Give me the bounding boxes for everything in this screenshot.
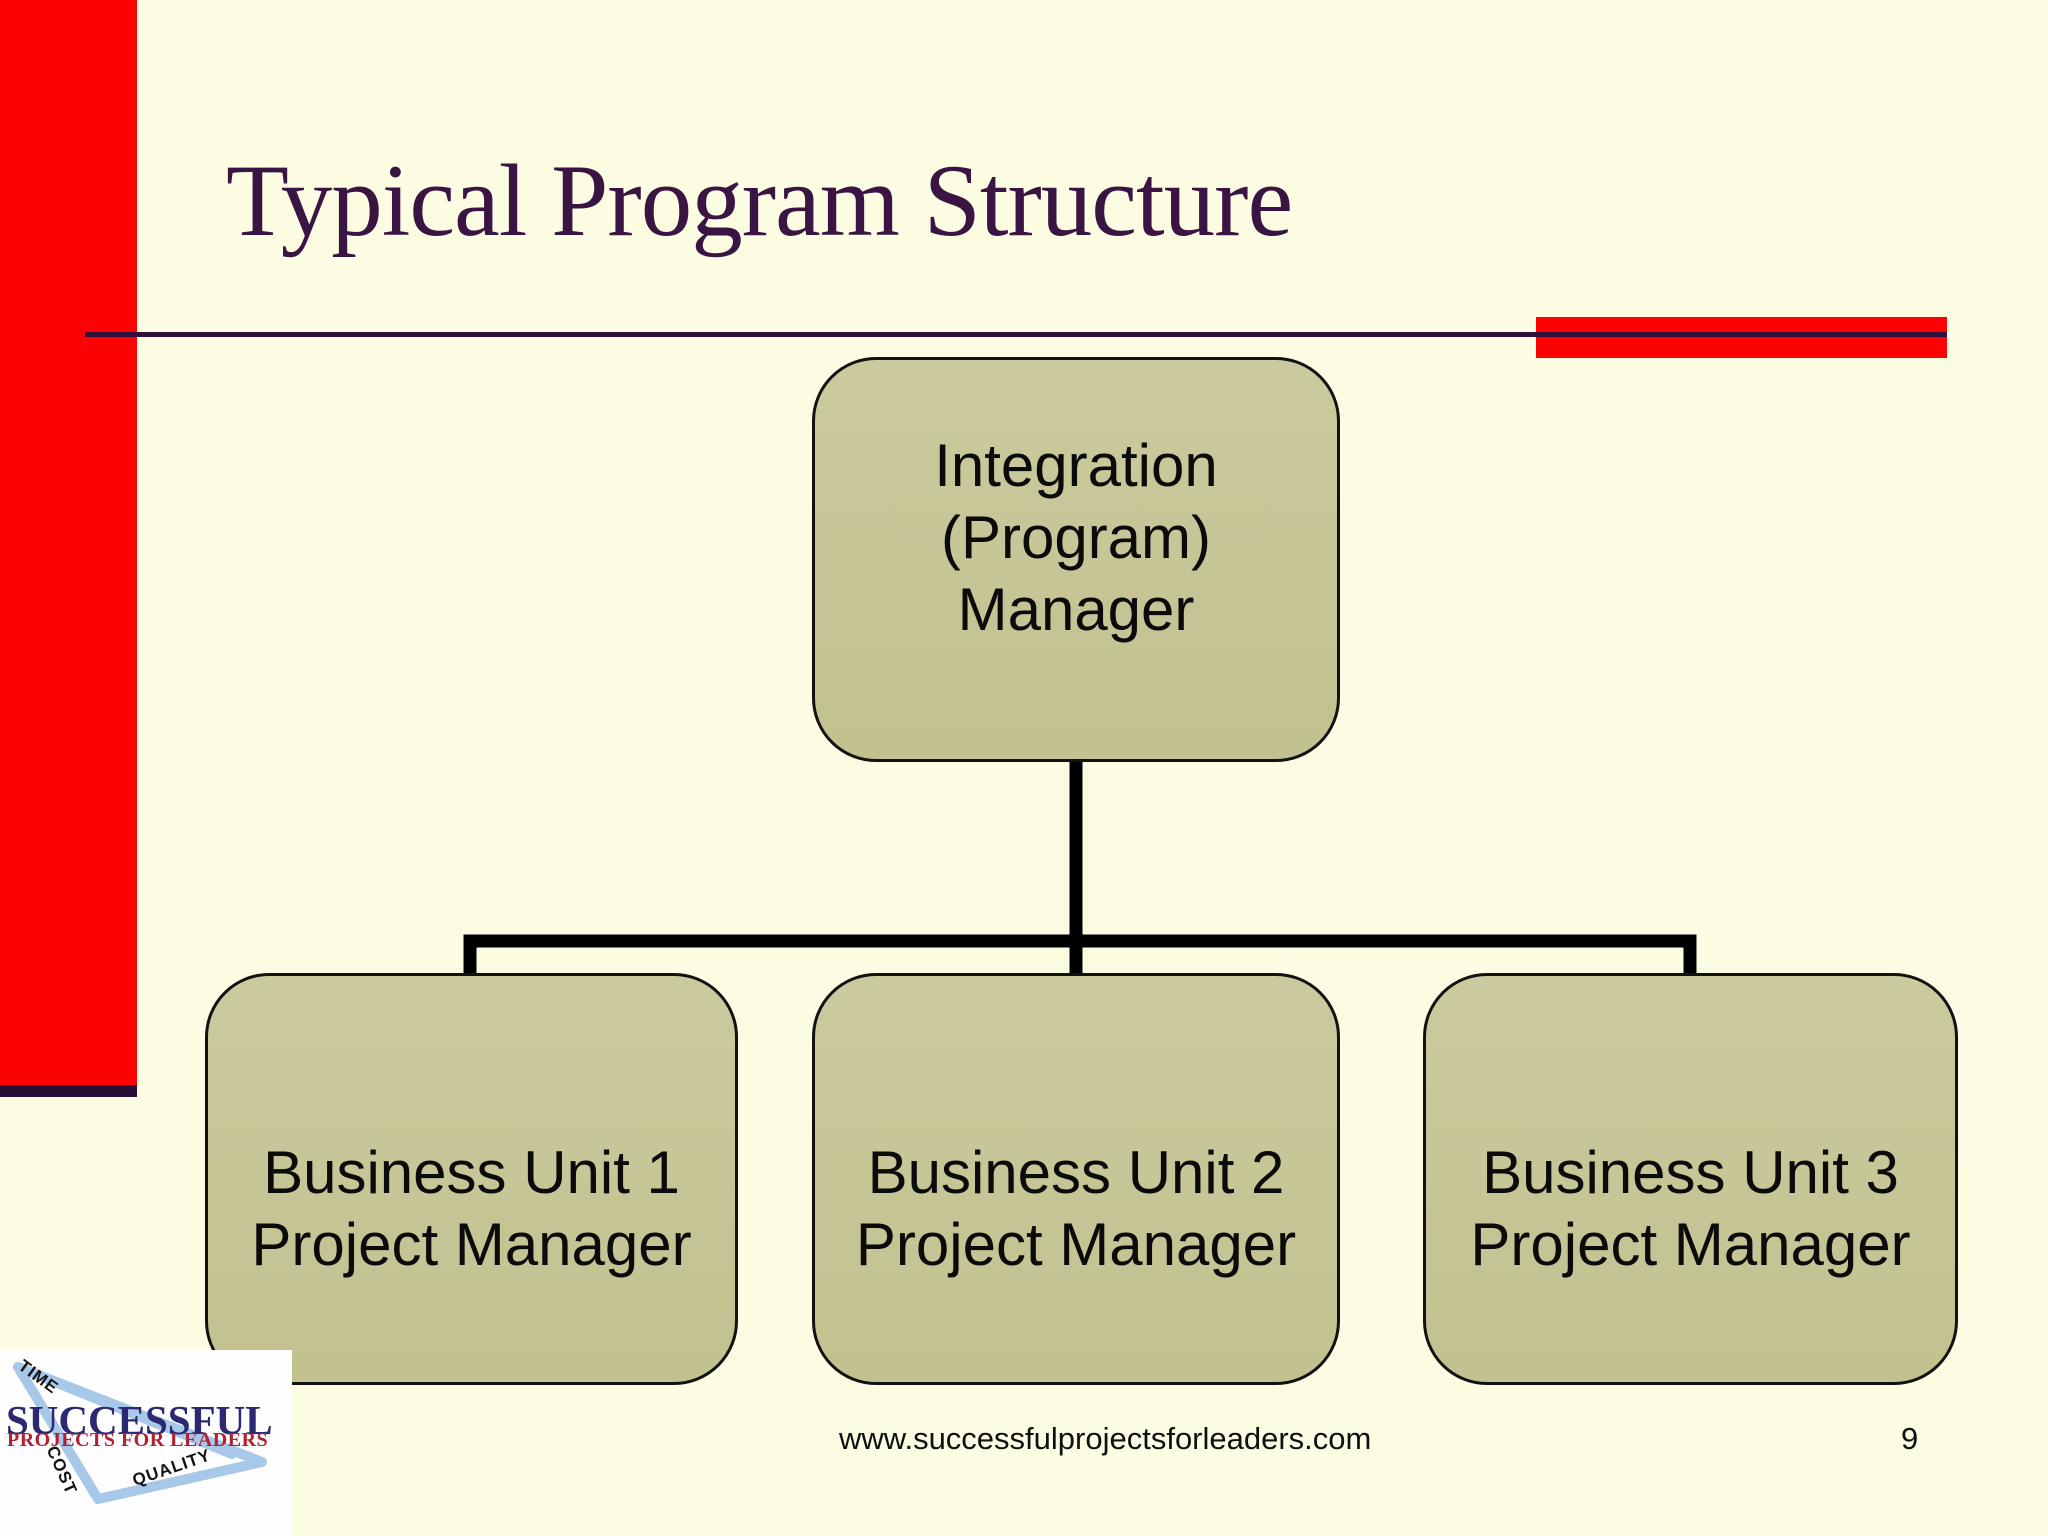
slide-page-number: 9	[1901, 1421, 1919, 1456]
logo-name-text: SUCCESSFUL	[6, 1397, 273, 1443]
org-node-label: Integration (Program) Manager	[815, 430, 1337, 646]
org-node-label-line1: Business Unit 1	[263, 1139, 680, 1206]
logo-tagline-text: PROJECTS FOR LEADERS	[7, 1429, 269, 1451]
org-node-label-line2: (Program) Manager	[940, 503, 1212, 643]
org-node-label-line1: Integration	[934, 431, 1218, 499]
org-node-label: Business Unit 3 Project Manager	[1470, 1137, 1910, 1281]
footer-website-url: www.successfulprojectsforleaders.com	[839, 1421, 1372, 1456]
org-node-label: Business Unit 2 Project Manager	[856, 1137, 1296, 1281]
left-sidebar-bottom-strip	[0, 1085, 137, 1097]
slide-title: Typical Program Structure	[226, 144, 1293, 258]
left-red-sidebar	[0, 0, 137, 1085]
org-node-label: Business Unit 1 Project Manager	[251, 1137, 691, 1281]
org-node-business-unit-1: Business Unit 1 Project Manager	[205, 973, 738, 1385]
org-node-label-line2: Project Manager	[1470, 1211, 1911, 1278]
org-node-label-line2: Project Manager	[251, 1211, 692, 1278]
title-underline-rule	[85, 332, 1947, 337]
org-node-business-unit-2: Business Unit 2 Project Manager	[812, 973, 1340, 1385]
top-right-red-bar	[1536, 317, 1947, 358]
org-node-label-line2: Project Manager	[855, 1211, 1297, 1278]
logo-triangle-ribbon-icon	[13, 1362, 267, 1504]
org-node-business-unit-3: Business Unit 3 Project Manager	[1423, 973, 1958, 1385]
org-node-label-line1: Business Unit 2	[867, 1139, 1285, 1206]
org-node-label-line1: Business Unit 3	[1482, 1139, 1899, 1206]
successful-projects-logo: TIME COST QUALITY SUCCESSFUL PROJECTS FO…	[0, 1350, 292, 1536]
org-node-integration-program-manager: Integration (Program) Manager	[812, 357, 1340, 762]
